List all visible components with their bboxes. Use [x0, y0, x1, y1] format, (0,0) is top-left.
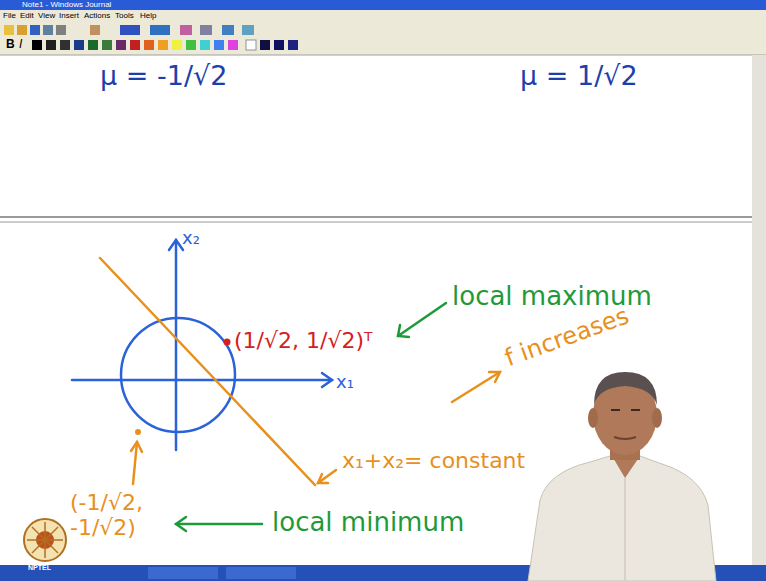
italic-button: I: [19, 38, 22, 52]
nptel-logo: [24, 519, 66, 561]
page-divider: [0, 222, 752, 223]
min-point: [135, 429, 141, 435]
menu-item: File: [3, 11, 16, 20]
level-line: [100, 258, 315, 485]
multiplier-value: μ = -1/√2: [100, 60, 227, 91]
multiplier-value: μ = 1/√2: [520, 60, 638, 91]
logo-text: NPTEL: [28, 564, 51, 572]
window-title: Note1 - Windows Journal: [22, 0, 111, 9]
point-coordinates: (1/√2, 1/√2)ᵀ: [234, 328, 372, 353]
annotation: local minimum: [272, 508, 464, 538]
axis-label: x₂: [182, 228, 200, 249]
presenter: [528, 372, 716, 581]
green-arrows: [176, 303, 446, 531]
axis-label: x₁: [336, 372, 354, 393]
menu-bar: [0, 10, 766, 21]
point-coordinates: (-1/√2, -1/√2): [70, 490, 170, 541]
toolbar-icons: [4, 25, 254, 35]
menu-item: Actions: [84, 11, 110, 20]
bold-button: B: [6, 38, 15, 52]
taskbar-button: [148, 567, 218, 579]
annotation: f increases: [501, 302, 632, 372]
menu-item: Help: [140, 11, 156, 20]
menu-item: View: [38, 11, 55, 20]
page-divider: [0, 216, 752, 218]
title-bar: [0, 0, 766, 10]
color-swatches: [32, 40, 298, 50]
level-line-label: x₁+x₂= constant: [342, 448, 525, 473]
scrollbar: [752, 55, 766, 565]
menu-item: Tools: [115, 11, 134, 20]
taskbar-button: [226, 567, 296, 579]
menu-item: Insert: [59, 11, 79, 20]
menu-item: Edit: [20, 11, 34, 20]
unit-circle: [121, 318, 235, 432]
toolbar: [0, 21, 766, 55]
max-point: [224, 339, 231, 346]
toolbar-edge: [0, 55, 766, 56]
